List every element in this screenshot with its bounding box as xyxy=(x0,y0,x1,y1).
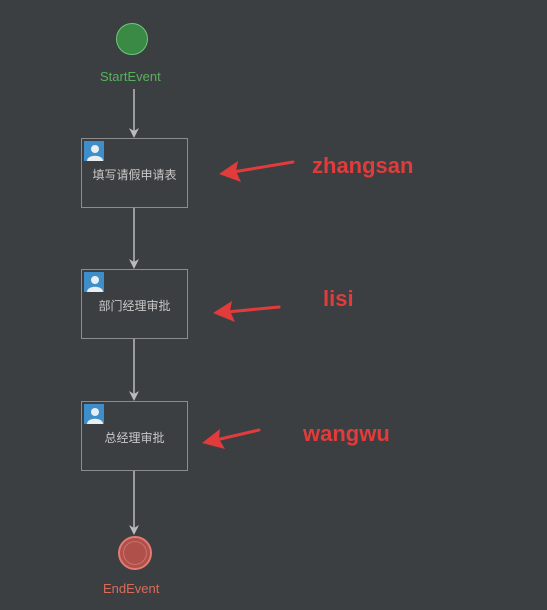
user-task-icon xyxy=(84,404,104,424)
user-task-general-manager-approval[interactable]: 总经理审批 xyxy=(81,401,188,471)
annotation-arrow-wangwu xyxy=(202,428,261,449)
annotation-arrow-lisi xyxy=(213,301,281,322)
end-event-label: EndEvent xyxy=(103,581,160,596)
start-event-circle[interactable] xyxy=(116,23,148,55)
task-label: 总经理审批 xyxy=(104,431,165,445)
user-task-icon xyxy=(84,272,104,292)
annotation-arrow-zhangsan xyxy=(219,160,295,182)
user-task-fill-leave-form[interactable]: 填写请假申请表 xyxy=(81,138,188,208)
user-task-dept-manager-approval[interactable]: 部门经理审批 xyxy=(81,269,188,339)
assignee-label-lisi: lisi xyxy=(323,286,354,311)
assignee-label-zhangsan: zhangsan xyxy=(312,153,414,178)
task-label: 填写请假申请表 xyxy=(92,168,177,182)
user-task-icon xyxy=(84,141,104,161)
task-label: 部门经理审批 xyxy=(98,299,171,313)
end-event-circle[interactable] xyxy=(118,536,152,570)
start-event-label: StartEvent xyxy=(100,69,161,84)
assignee-label-wangwu: wangwu xyxy=(303,421,390,446)
